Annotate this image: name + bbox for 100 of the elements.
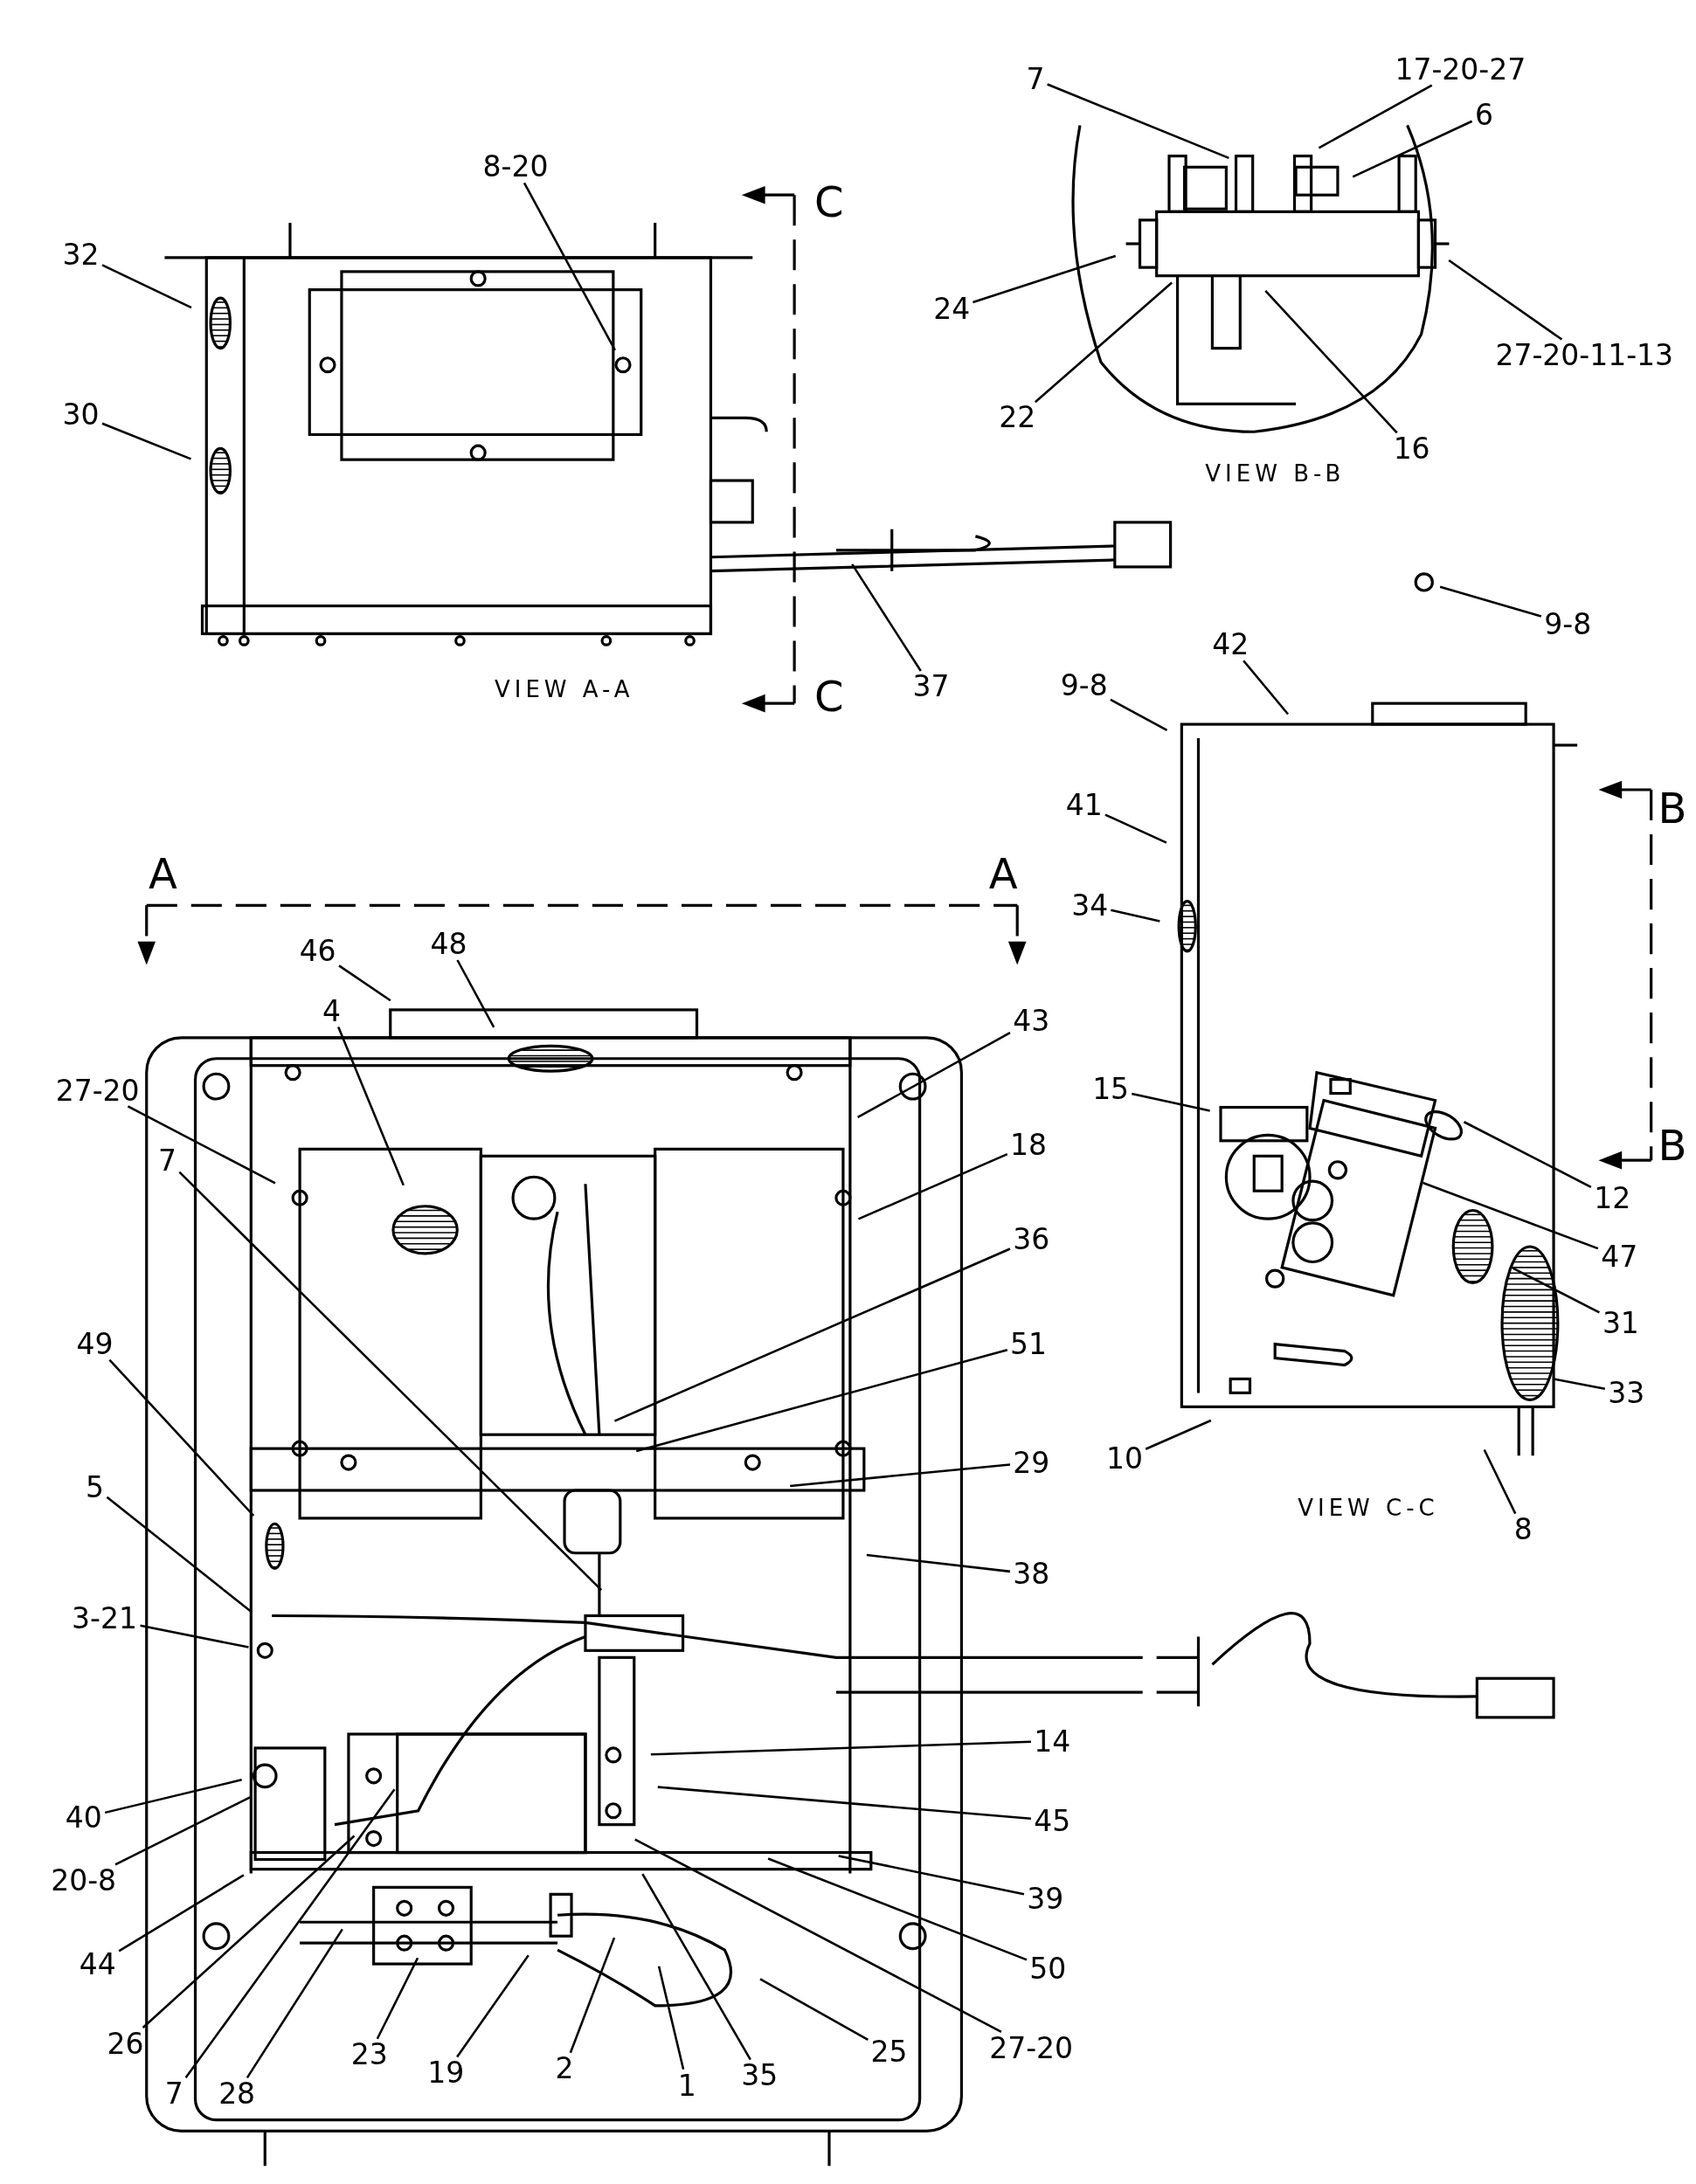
leader-line [1352,120,1473,178]
leader-line [1145,1419,1212,1450]
leader-line [634,1838,1002,2033]
leader-line [650,1740,1031,1756]
leader-line [1439,585,1542,618]
callout-number: 37 [912,671,950,703]
leader-line [1264,290,1398,434]
detail-view-drawing [1071,124,1450,433]
leader-line [1034,281,1173,404]
callout-number: 26 [107,2028,144,2060]
callout-number: 19 [427,2057,465,2090]
leader-line [790,1463,1011,1488]
callout-number: 44 [79,1948,116,1980]
callout-number: 32 [62,238,100,271]
leader-line [1512,1267,1600,1314]
callout-number: 36 [1013,1224,1050,1256]
section-letter: C [813,179,844,225]
callout-number: 28 [218,2078,256,2111]
callout-number: 8 [1513,1514,1533,1546]
leader-line [851,563,922,672]
leader-line [456,959,495,1028]
section-letter: B [1658,1123,1687,1168]
callout-number: 15 [1092,1074,1130,1106]
leader-line [857,1152,1008,1220]
callout-number: 10 [1106,1442,1144,1475]
leader-line [759,1978,869,2042]
callout-number: 46 [299,936,336,968]
leader-line [142,1835,356,2028]
callout-number: 49 [76,1329,114,1361]
callout-number: 29 [1013,1447,1050,1479]
callout-number: 7 [1026,63,1045,95]
callout-number: 16 [1393,432,1430,465]
leader-line [106,1496,253,1614]
callout-number: 9-8 [1544,608,1592,640]
leader-line [1463,1121,1592,1188]
callout-number: 47 [1601,1241,1638,1273]
leader-line [1553,1378,1606,1390]
callout-number: 17-20-27 [1395,53,1526,86]
leader-line [523,182,616,351]
leader-line [1318,84,1433,149]
leader-line [338,964,391,1002]
callout-number: 9-8 [1060,669,1108,702]
view-title: VIEW B-B [1205,460,1346,489]
leader-line [857,1032,1011,1119]
leader-line [838,1855,1025,1896]
leader-line [178,1171,603,1591]
callout-number: 25 [870,2036,908,2069]
callout-number: 8-20 [482,151,549,183]
leader-line [118,1874,245,1952]
callout-number: 23 [350,2039,388,2071]
callout-number: 41 [1065,789,1103,821]
section-letter: B [1658,785,1687,832]
leader-line [101,422,191,460]
callout-number: 3-21 [72,1603,137,1635]
callout-number: 43 [1013,1006,1050,1038]
leader-line [114,1796,251,1866]
callout-number: 1 [677,2070,696,2102]
leader-line [184,1788,396,2079]
callout-number: 6 [1475,100,1494,132]
view-title: VIEW C-C [1298,1493,1439,1523]
callout-number: 7 [164,2078,183,2111]
leader-line [1110,698,1168,731]
leader-line [1483,1448,1517,1515]
callout-number: 12 [1594,1182,1631,1214]
leader-line [337,1026,405,1186]
callout-number: 33 [1608,1377,1645,1409]
callout-number: 4 [322,995,342,1027]
callout-number: 22 [999,402,1036,434]
callout-number: 5 [85,1472,104,1504]
leader-line [104,1779,242,1814]
leader-line [973,254,1117,304]
section-letter: C [813,674,844,720]
leader-line [246,1928,343,2079]
leader-line [866,1553,1011,1573]
leader-line [127,1105,276,1185]
callout-number: 14 [1034,1725,1071,1758]
leader-line [767,1857,1028,1961]
leader-line [641,1873,751,2061]
leader-line [569,1937,616,2054]
leader-line [1448,259,1563,341]
callout-number: 20-8 [51,1865,117,1897]
callout-number: 40 [65,1802,102,1835]
callout-number: 30 [62,399,100,432]
callout-number: 27-20 [989,2032,1074,2064]
callout-number: 42 [1212,629,1250,661]
callout-number: 50 [1029,1952,1067,1985]
leader-line [1104,813,1167,844]
callout-number: 38 [1013,1559,1050,1591]
callout-number: 24 [933,294,971,326]
leader-line [635,1348,1008,1453]
callout-number: 48 [430,929,467,961]
leader-line [1423,1181,1599,1250]
leader-line [613,1248,1011,1422]
leader-line [1131,1092,1210,1112]
view-title: VIEW A-A [494,675,634,705]
callout-number: 34 [1071,889,1109,922]
section-letter: A [988,851,1018,896]
callout-number: 35 [741,2060,779,2092]
leader-line [1111,909,1160,923]
leader-line [140,1624,249,1648]
